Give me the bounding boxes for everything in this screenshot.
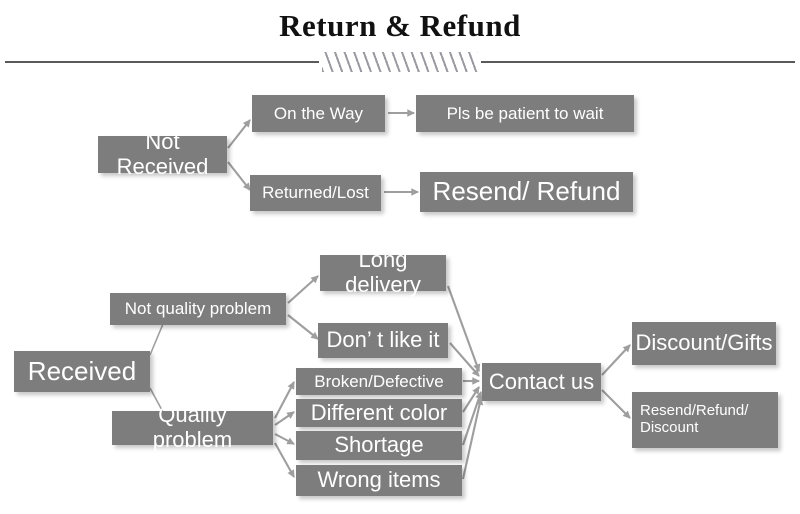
node-not-quality-problem[interactable]: Not quality problem bbox=[110, 293, 286, 325]
node-label: Not Received bbox=[116, 128, 209, 179]
node-label: Don’ t like it bbox=[326, 327, 440, 353]
title-divider bbox=[0, 52, 800, 72]
node-broken-defective[interactable]: Broken/Defective bbox=[296, 368, 462, 395]
node-label: Returned/Lost bbox=[262, 183, 369, 203]
node-label: Pls be patient to wait bbox=[446, 103, 604, 123]
divider-line-left bbox=[5, 61, 319, 63]
node-different-color[interactable]: Different color bbox=[296, 399, 462, 427]
node-resend-refund-discount[interactable]: Resend/Refund/ Discount bbox=[632, 392, 778, 448]
node-pls-be-patient-to-wait[interactable]: Pls be patient to wait bbox=[416, 95, 634, 132]
node-wrong-items[interactable]: Wrong items bbox=[296, 465, 462, 496]
node-discount-gifts[interactable]: Discount/Gifts bbox=[632, 322, 776, 365]
node-label: Long delivery bbox=[345, 247, 421, 297]
node-dont-like-it[interactable]: Don’ t like it bbox=[318, 323, 448, 358]
node-on-the-way[interactable]: On the Way bbox=[252, 95, 385, 132]
node-received[interactable]: Received bbox=[14, 351, 150, 392]
page-title: Return & Refund bbox=[279, 8, 521, 43]
node-label: Broken/Defective bbox=[314, 371, 444, 391]
node-label: Different color bbox=[310, 399, 448, 425]
node-label: Discount/Gifts bbox=[635, 330, 773, 356]
node-resend-refund[interactable]: Resend/ Refund bbox=[420, 172, 633, 212]
node-label: Not quality problem bbox=[124, 299, 272, 319]
node-long-delivery[interactable]: Long delivery bbox=[320, 247, 446, 297]
node-label: Contact us bbox=[488, 368, 595, 394]
node-label: Wrong items bbox=[317, 467, 441, 493]
node-label: Quality problem bbox=[152, 402, 233, 452]
node-contact-us[interactable]: Contact us bbox=[482, 363, 601, 401]
node-shortage[interactable]: Shortage bbox=[296, 431, 462, 460]
node-label: Resend/Refund/ Discount bbox=[640, 402, 749, 436]
node-not-received[interactable]: Not Received bbox=[98, 129, 227, 178]
node-label: On the Way bbox=[273, 103, 364, 123]
node-label: Resend/ Refund bbox=[432, 176, 621, 207]
node-label: Shortage bbox=[334, 432, 424, 458]
node-label: Received bbox=[27, 355, 137, 386]
diagonal-hatch-divider-icon bbox=[322, 52, 478, 72]
node-returned-lost[interactable]: Returned/Lost bbox=[250, 175, 381, 211]
divider-line-right bbox=[481, 61, 795, 63]
node-quality-problem[interactable]: Quality problem bbox=[112, 402, 273, 452]
